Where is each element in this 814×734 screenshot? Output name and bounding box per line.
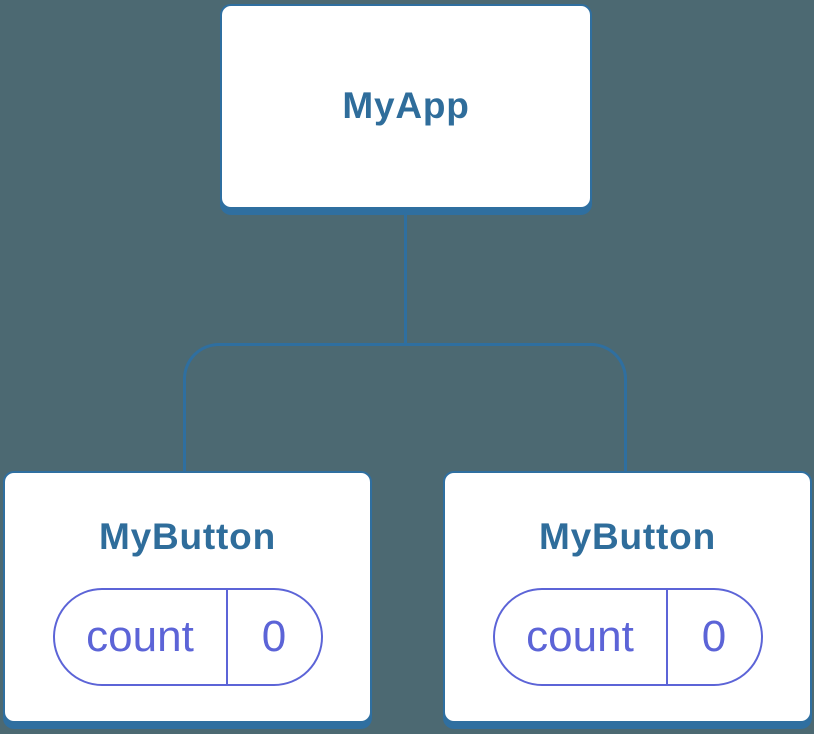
child-component-label: MyButton bbox=[99, 516, 276, 557]
state-pill: count 0 bbox=[52, 588, 323, 687]
root-component-label: MyApp bbox=[342, 85, 470, 127]
child-component-node-2: MyButton count 0 bbox=[443, 471, 812, 723]
connector-stem-line bbox=[404, 212, 407, 345]
state-name: count bbox=[495, 590, 668, 685]
child-component-node-1: MyButton count 0 bbox=[3, 471, 372, 723]
connector-branch-bracket bbox=[183, 343, 627, 471]
child-component-label: MyButton bbox=[539, 516, 716, 557]
state-pill: count 0 bbox=[492, 588, 763, 687]
state-value: 0 bbox=[261, 612, 287, 662]
state-value: 0 bbox=[701, 612, 727, 662]
state-name: count bbox=[55, 590, 228, 685]
root-component-node: MyApp bbox=[220, 4, 592, 209]
